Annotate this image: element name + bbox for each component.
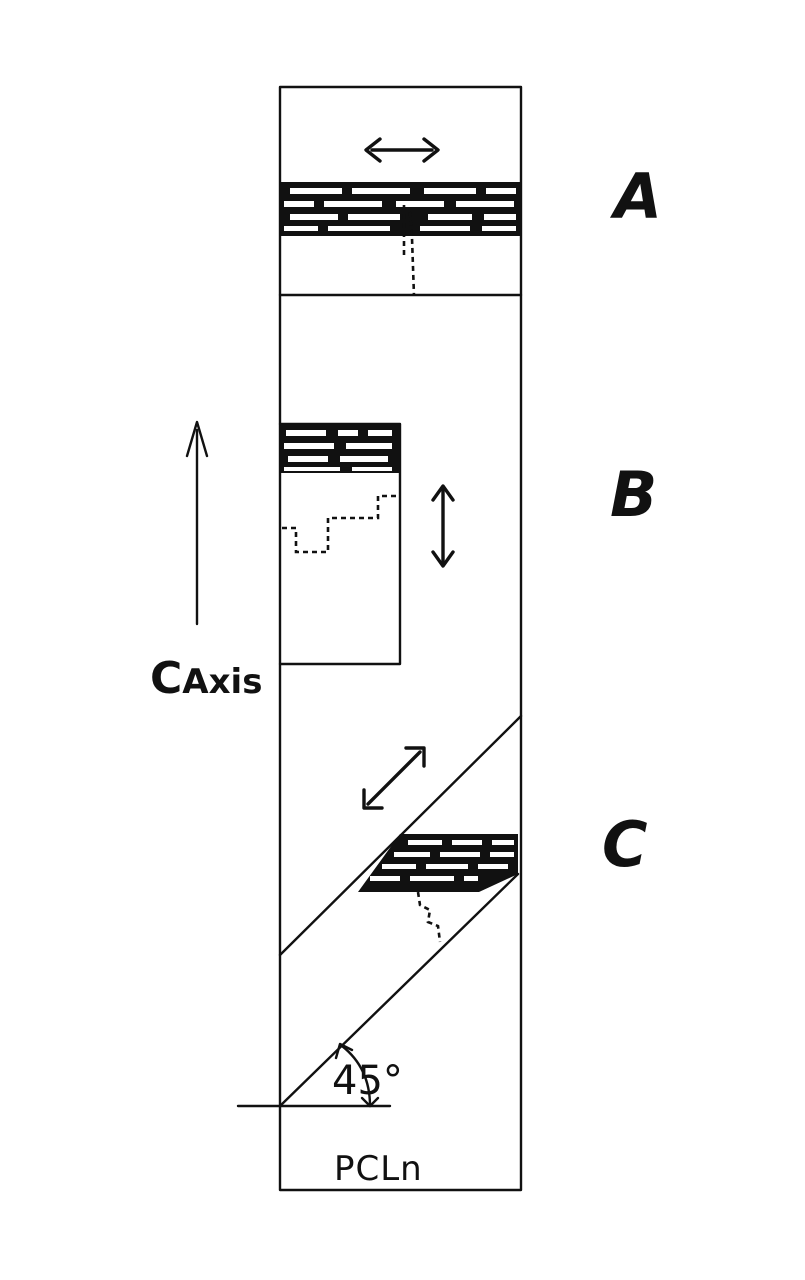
dislocation-zigzag-c xyxy=(416,891,442,943)
double-arrow-diagonal-icon xyxy=(362,746,426,810)
block-b-outline xyxy=(278,422,402,666)
section-c xyxy=(278,714,523,1108)
section-b xyxy=(278,422,455,666)
section-label-b: B xyxy=(610,458,657,531)
crystal-column-outline xyxy=(278,85,523,1192)
section-a xyxy=(281,137,521,297)
dislocation-line-a xyxy=(402,205,416,297)
brick-layer-b xyxy=(281,425,400,473)
dislocation-step-b xyxy=(282,494,400,554)
section-label-c: C xyxy=(602,808,648,881)
angle-arc xyxy=(340,1044,372,1108)
double-arrow-horizontal-icon xyxy=(364,137,440,163)
bottom-label: PCLn xyxy=(334,1149,423,1189)
angle-label: 45° xyxy=(332,1058,403,1104)
double-arrow-vertical-icon xyxy=(431,484,455,568)
section-label-a: A xyxy=(609,160,662,233)
brick-layer-c xyxy=(358,834,518,892)
c-axis-label: CAxis xyxy=(150,653,262,704)
c-axis-arrow-icon xyxy=(185,420,209,626)
slip-plane-lower xyxy=(278,872,520,1108)
brick-layer-a xyxy=(281,182,521,236)
angle-annotation: 45° xyxy=(236,1042,403,1108)
